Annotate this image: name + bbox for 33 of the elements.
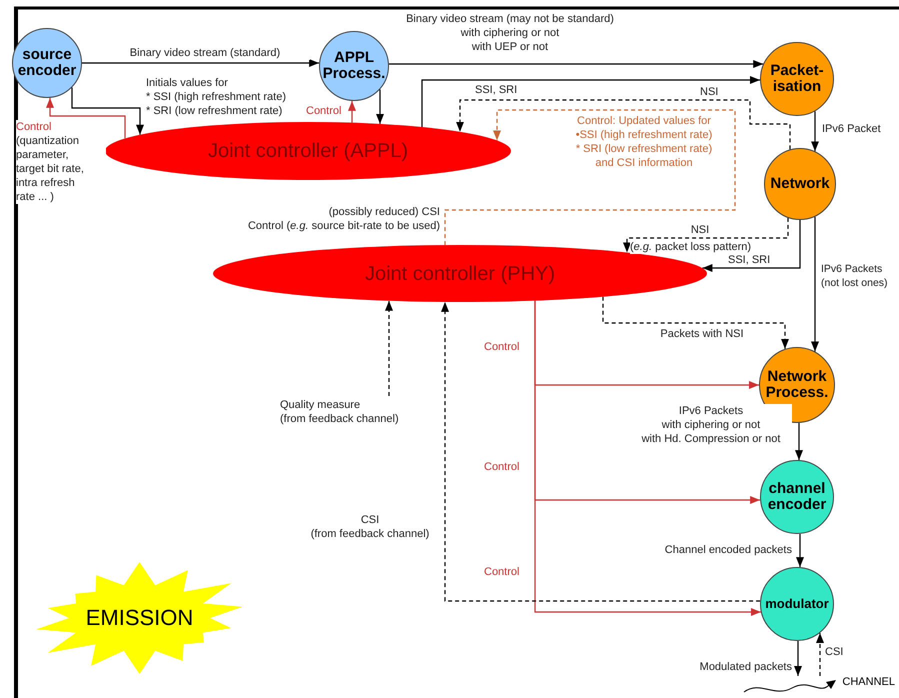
arrow <box>348 100 356 123</box>
dashed-arrow <box>816 633 824 676</box>
arrow <box>811 111 819 152</box>
arrow <box>376 89 384 124</box>
node-label: Joint controller (APPL) <box>208 140 408 162</box>
node-label: Network Process. <box>766 368 828 402</box>
node-label: source encoder <box>18 46 76 80</box>
arrow <box>82 59 320 67</box>
dashed-arrow <box>441 302 760 602</box>
node-label: Network <box>770 176 830 192</box>
arrow <box>795 422 803 460</box>
arrow <box>534 300 761 616</box>
dashed-arrow <box>456 99 791 150</box>
node-label: modulator <box>765 596 829 612</box>
arrow <box>796 534 804 568</box>
dashed-arrow <box>385 300 393 396</box>
dashed-arrow <box>602 296 789 349</box>
arrow <box>702 220 801 272</box>
node-label: Joint controller (PHY) <box>364 262 556 284</box>
arrow <box>46 98 126 138</box>
node-label: APPL Process. <box>322 50 386 82</box>
node-label: Packet-isation <box>769 62 825 96</box>
arrow <box>794 641 802 676</box>
node-label: EMISSION <box>86 606 194 630</box>
arrow <box>421 76 760 127</box>
arrow <box>71 88 144 135</box>
arrow <box>388 60 764 68</box>
dashed-arrow <box>623 218 789 252</box>
node-label: channel encoder <box>768 480 826 514</box>
note-text: (quantization parameter, target bit rate, intra refresh rate ... ) <box>16 134 106 204</box>
dashed-arrow <box>444 109 736 246</box>
node-label: CHANNEL <box>842 676 895 688</box>
arrow <box>811 216 819 352</box>
